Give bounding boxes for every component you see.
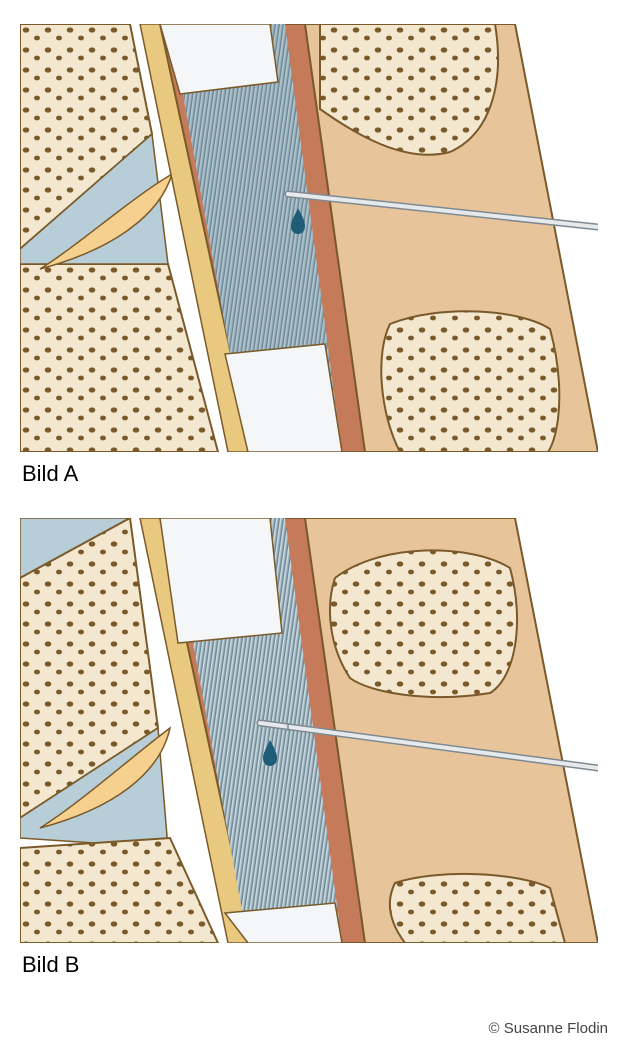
spine-cross-section-b [20,518,598,943]
vertebra-lower-left [20,836,220,943]
illustration-panel-b [20,518,598,943]
spine-cross-section-a [20,24,598,452]
copyright-credit: © Susanne Flodin [488,1020,608,1037]
figure-caption-b: Bild B [22,952,80,977]
spinal-needle [284,190,598,231]
csf-drop [263,740,277,766]
spinous-process-upper [329,549,519,698]
spinous-process-lower [388,872,567,943]
spinal-needle [256,719,598,772]
spinous-process-upper [319,24,499,156]
intervertebral-disc [39,726,172,829]
nerve-roots [170,24,342,452]
spinous-process-lower [380,310,561,452]
csf-drop [291,208,305,234]
illustration-panel-a [20,24,598,452]
figure-caption-a: Bild A [22,461,79,486]
